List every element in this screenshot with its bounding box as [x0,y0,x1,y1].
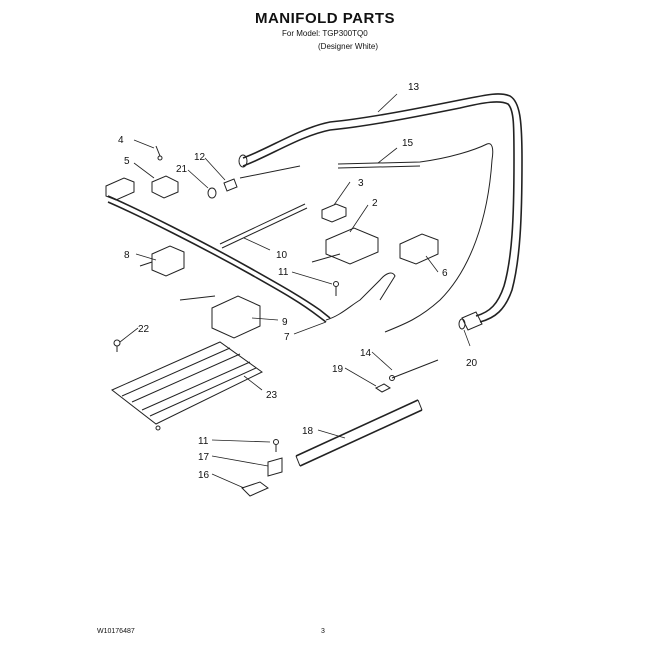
callout-2: 2 [372,198,378,209]
model-line: For Model: TGP300TQ0 [282,29,368,38]
rod-10 [219,203,306,245]
screw-11-upper [333,281,339,296]
callout-5: 5 [124,156,130,167]
color-line: (Designer White) [318,42,379,51]
screw-11-lower [273,439,279,452]
screw-22 [113,339,121,352]
leader-lines [119,93,471,489]
callout-9: 9 [282,317,288,328]
block-16 [241,481,269,497]
burner-tube-15 [337,143,494,333]
valve-8 [139,245,185,277]
callout-12: 12 [194,152,206,163]
callout-23: 23 [266,390,278,401]
page-title: MANIFOLD PARTS [254,10,396,27]
manifold-pipe-7 [107,195,396,323]
callout-17: 17 [198,452,210,463]
callout-10: 10 [276,250,288,261]
orifice-21 [207,187,217,199]
callout-18: 18 [302,426,314,437]
shield-23 [111,341,263,431]
valve-9 [179,295,261,339]
callout-22: 22 [138,324,150,335]
valve-2-3 [311,203,379,265]
callout-8: 8 [124,250,130,261]
igniter-14 [389,359,439,381]
callout-15: 15 [402,138,414,149]
callout-21: 21 [176,164,188,175]
callout-13: 13 [408,82,420,93]
gas-tube-13 [238,93,523,323]
callout-11-upper: 11 [278,267,289,278]
bracket-5 [105,175,179,201]
bracket-17 [267,457,283,477]
valve-6 [399,233,439,265]
callout-16: 16 [198,470,210,481]
callout-4: 4 [118,135,124,146]
callout-19: 19 [332,364,344,375]
callout-numbers: 13 15 4 5 12 21 3 2 10 8 11 6 9 7 22 20 … [118,82,478,481]
callout-6: 6 [442,268,448,279]
callout-11-lower: 11 [198,436,209,447]
callout-14: 14 [360,348,372,359]
screw-4 [155,145,163,161]
clip-19 [375,383,391,393]
callout-3: 3 [358,178,364,189]
fitting-12 [223,165,301,192]
burner-18 [295,399,423,467]
page-number: 3 [321,628,325,635]
document-number: W10176487 [97,628,135,635]
callout-7: 7 [284,332,290,343]
callout-20: 20 [466,358,478,369]
connector-20 [458,311,483,331]
